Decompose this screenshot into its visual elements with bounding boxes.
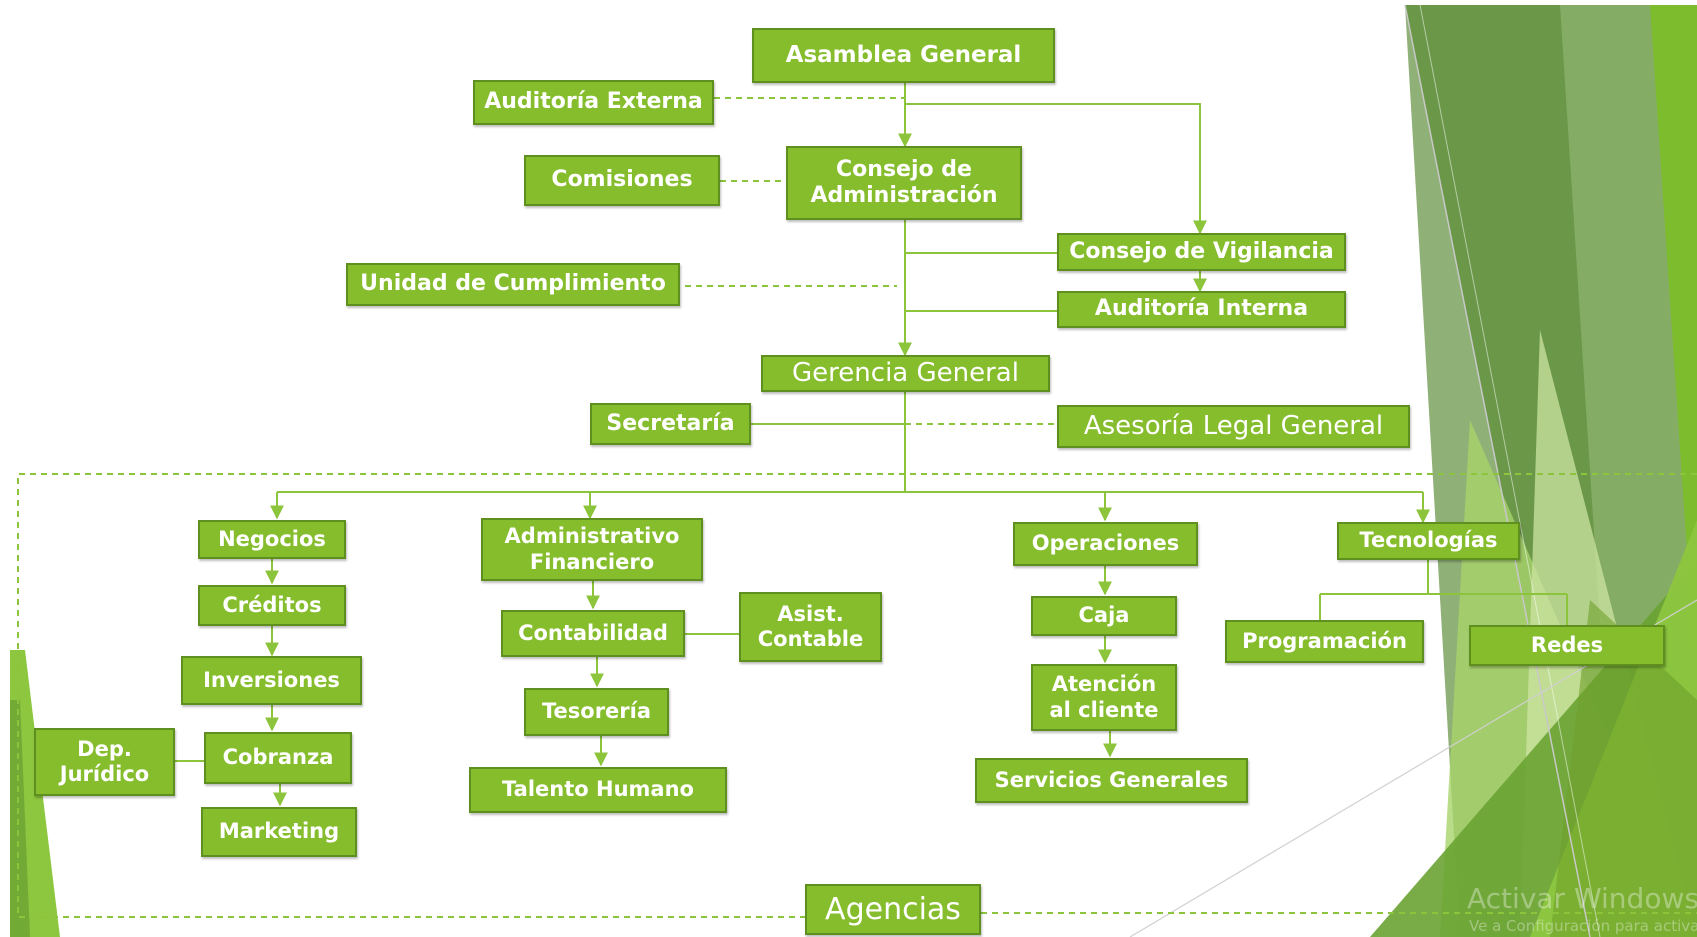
org-box-tesoreria: Tesorería [524, 688, 669, 736]
box-label: Créditos [222, 592, 322, 617]
deco-shape [10, 700, 30, 937]
box-label: Consejo de Vigilancia [1069, 238, 1334, 264]
box-label: Secretaría [606, 410, 735, 436]
org-box-auditoria-interna: Auditoría Interna [1057, 291, 1346, 328]
box-label: Administrativo Financiero [504, 524, 680, 574]
deco-line [1419, 4, 1601, 937]
dashed-frame [17, 473, 1697, 918]
org-box-negocios: Negocios [198, 520, 346, 559]
org-box-consejo-administracion: Consejo de Administración [786, 146, 1022, 220]
org-box-consejo-vigilancia: Consejo de Vigilancia [1057, 233, 1346, 271]
deco-shape [1650, 5, 1697, 700]
box-label: Gerencia General [792, 357, 1019, 388]
box-label: Cobranza [222, 745, 334, 770]
org-box-auditoria-externa: Auditoría Externa [473, 80, 714, 125]
box-label: Tesorería [541, 699, 652, 724]
windows-activation-watermark-subtext: Ve a Configuración para activar Windows. [1469, 917, 1697, 935]
org-box-inversiones: Inversiones [181, 656, 362, 705]
org-box-programacion: Programación [1225, 620, 1424, 663]
box-label: Auditoría Externa [484, 89, 703, 115]
box-label: Auditoría Interna [1094, 296, 1309, 322]
org-box-agencias: Agencias [805, 884, 981, 935]
deco-shape [1550, 600, 1697, 937]
org-box-gerencia-general: Gerencia General [761, 355, 1050, 392]
box-label: Atención al cliente [1049, 672, 1159, 722]
box-label: Programación [1242, 628, 1407, 653]
box-label: Inversiones [203, 667, 340, 692]
org-box-asesoria-legal-general: Asesoría Legal General [1057, 405, 1410, 448]
org-box-asamblea-general: Asamblea General [752, 28, 1055, 83]
org-box-tecnologias: Tecnologías [1337, 522, 1520, 560]
org-box-cobranza: Cobranza [204, 732, 352, 784]
box-label: Operaciones [1031, 531, 1180, 556]
box-label: Talento Humano [502, 777, 694, 802]
box-label: Caja [1078, 603, 1130, 628]
org-box-talento-humano: Talento Humano [469, 767, 727, 813]
org-box-creditos: Créditos [198, 585, 346, 626]
org-box-unidad-cumplimiento: Unidad de Cumplimiento [346, 263, 680, 306]
deco-line [1404, 4, 1591, 937]
box-label: Unidad de Cumplimiento [360, 271, 666, 297]
box-label: Tecnologías [1359, 528, 1498, 553]
box-label: Asesoría Legal General [1083, 410, 1384, 441]
windows-activation-watermark: Activar Windows [1467, 882, 1697, 915]
box-label: Redes [1530, 632, 1604, 657]
org-box-atencion-cliente: Atención al cliente [1031, 664, 1177, 731]
org-box-administrativo-financiero: Administrativo Financiero [481, 518, 703, 581]
box-label: Asist. Contable [757, 601, 864, 651]
box-label: Servicios Generales [994, 767, 1229, 792]
org-box-secretaria: Secretaría [590, 403, 751, 445]
org-box-contabilidad: Contabilidad [501, 610, 685, 657]
org-box-caja: Caja [1031, 596, 1177, 636]
box-label: Agencias [825, 891, 961, 927]
org-box-asist-contable: Asist. Contable [739, 592, 882, 662]
box-label: Comisiones [551, 167, 693, 193]
box-label: Asamblea General [785, 41, 1022, 68]
org-box-operaciones: Operaciones [1013, 522, 1198, 566]
org-box-dep-juridico: Dep. Jurídico [34, 728, 175, 796]
connector [905, 103, 1207, 235]
box-label: Consejo de Administración [810, 156, 998, 208]
box-label: Marketing [218, 819, 340, 844]
box-label: Dep. Jurídico [59, 736, 150, 786]
box-label: Negocios [218, 526, 326, 551]
box-label: Contabilidad [518, 620, 668, 645]
org-box-marketing: Marketing [201, 807, 357, 857]
org-box-redes: Redes [1469, 625, 1665, 666]
org-box-comisiones: Comisiones [524, 155, 720, 206]
org-box-servicios-generales: Servicios Generales [975, 758, 1248, 803]
